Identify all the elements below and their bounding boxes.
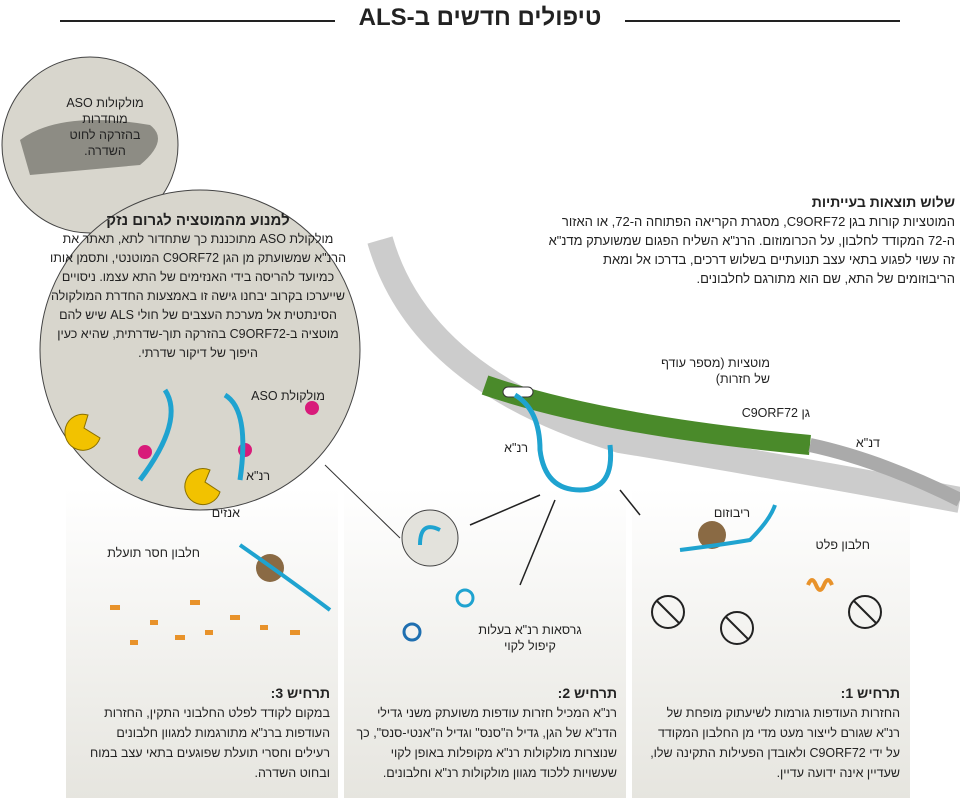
scenario-1-body: החזרות העודפות גורמות לשיעתוק מופחת של ר… (650, 706, 900, 780)
blocked-protein-icons (651, 595, 882, 645)
intro-heading: שלוש תוצאות בעייתיות (811, 194, 955, 210)
misfolded-label: גרסאות רנ"א בעלות קיפול לקוי (478, 623, 582, 653)
output-protein-label: חלבון פלט (815, 538, 870, 552)
aso-target-circle (401, 509, 459, 567)
scenario-2-panel (344, 488, 626, 798)
intro-body: המוטציות קורות בגן C9ORF72, מסגרת הקריאה… (548, 214, 955, 286)
injection-label: מולקולות ASO מוחדרות בהזרקה לחוט השדרה. (66, 96, 144, 158)
scenario-3-heading: תרחיש 3: (270, 685, 330, 701)
arrow-scenario-2 (469, 494, 541, 526)
ribosome-label: ריבוזום (713, 506, 750, 520)
prevent-heading: למנוע מהמוטציה לגרום נזק (106, 212, 290, 229)
dna (808, 438, 960, 507)
rna-label-circle: רנ"א (246, 469, 270, 483)
page-title: טיפולים חדשים ב-ALS (358, 4, 602, 31)
scenario-1-text: תרחיש 1: החזרות העודפות גורמות לשיעתוק מו… (650, 683, 900, 783)
scenario-1-heading: תרחיש 1: (840, 685, 900, 701)
scenario-2-body: רנ"א המכיל חזרות עודפות משועתק משני גדיל… (356, 706, 617, 780)
ribosome-icon (698, 521, 726, 549)
useless-protein-icons (110, 600, 300, 645)
rna-strand (513, 392, 614, 493)
mechanism-circle (39, 189, 361, 511)
scenario-2-text: תרחיש 2: רנ"א המכיל חזרות עודפות משועתק מ… (355, 683, 617, 783)
enzyme-label: אנזים (211, 506, 240, 520)
patient-figure (20, 120, 158, 175)
scenario-1-panel (632, 488, 910, 798)
scenario-3-panel (66, 488, 338, 798)
mutations-label: מוטציות (מספר עודף של חזרות) (661, 356, 770, 386)
intro-text: שלוש תוצאות בעייתיות המוטציות קורות בגן C… (545, 193, 955, 288)
chromosome (367, 236, 960, 513)
aso-molecule (305, 401, 319, 415)
rna-label: רנ"א (504, 441, 528, 455)
title-background (335, 2, 625, 36)
enzyme-icon (64, 413, 101, 451)
dna-label: דנ"א (855, 436, 880, 450)
aso-label: מולקולת ASO (251, 389, 325, 403)
prevent-body: מולקולת ASO מתוכננת כך שתחדור לתא, תאתר … (49, 232, 347, 360)
useless-protein-label: חלבון חסר תועלת (107, 546, 200, 560)
scenario-3-text: תרחיש 3: במקום לקודד לפלט החלבוני התקין, … (80, 683, 330, 783)
misfolded-rna-icon (455, 588, 475, 608)
scenario-3-body: במקום לקודד לפלט החלבוני התקין, החזרות ה… (90, 706, 330, 780)
gene-label: גן C9ORF72 (741, 406, 810, 420)
scenario-2-heading: תרחיש 2: (557, 685, 617, 701)
output-protein-icon (806, 578, 834, 592)
prevent-text: למנוע מהמוטציה לגרום נזק מולקולת ASO מתוכ… (48, 212, 348, 363)
